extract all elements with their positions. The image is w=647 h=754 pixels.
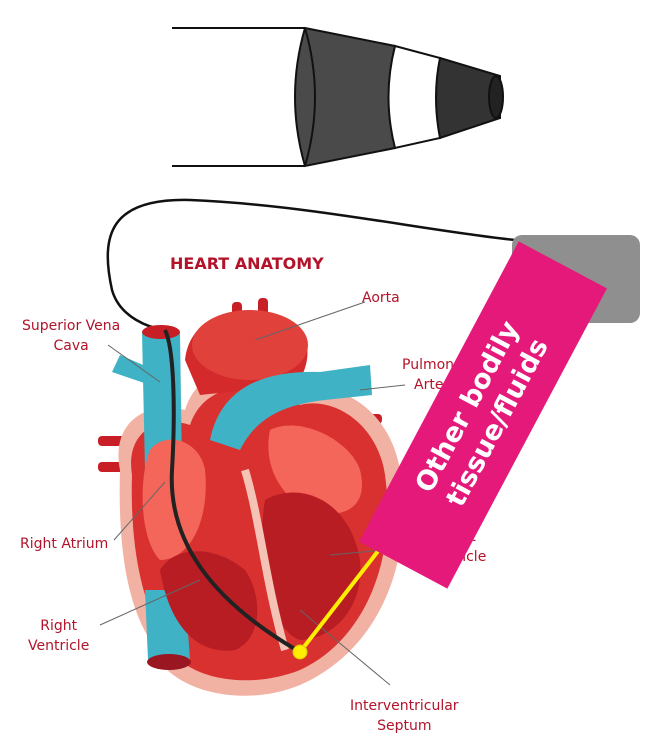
label-pulmonary-artery: Pulmona Arte: [402, 357, 463, 393]
diagram-title: HEART ANATOMY: [170, 254, 324, 273]
label-right-ventricle: Right Ventricle: [28, 618, 90, 654]
device-box: [512, 235, 640, 323]
label-left-ventricle: Left Ventricle: [425, 529, 487, 565]
label-superior-vena-cava: Superior Vena Cava: [22, 318, 121, 354]
label-interventricular-septum: Interventricular Septum: [350, 698, 459, 734]
heart-illustration: [98, 298, 404, 696]
catheter-wire: [106, 198, 516, 332]
probe-tip-heart: [292, 644, 308, 660]
probe-tip-device: [558, 300, 574, 316]
label-aorta: Aorta: [362, 290, 400, 306]
coax-cable: [172, 26, 504, 168]
label-right-atrium: Right Atrium: [20, 536, 109, 552]
